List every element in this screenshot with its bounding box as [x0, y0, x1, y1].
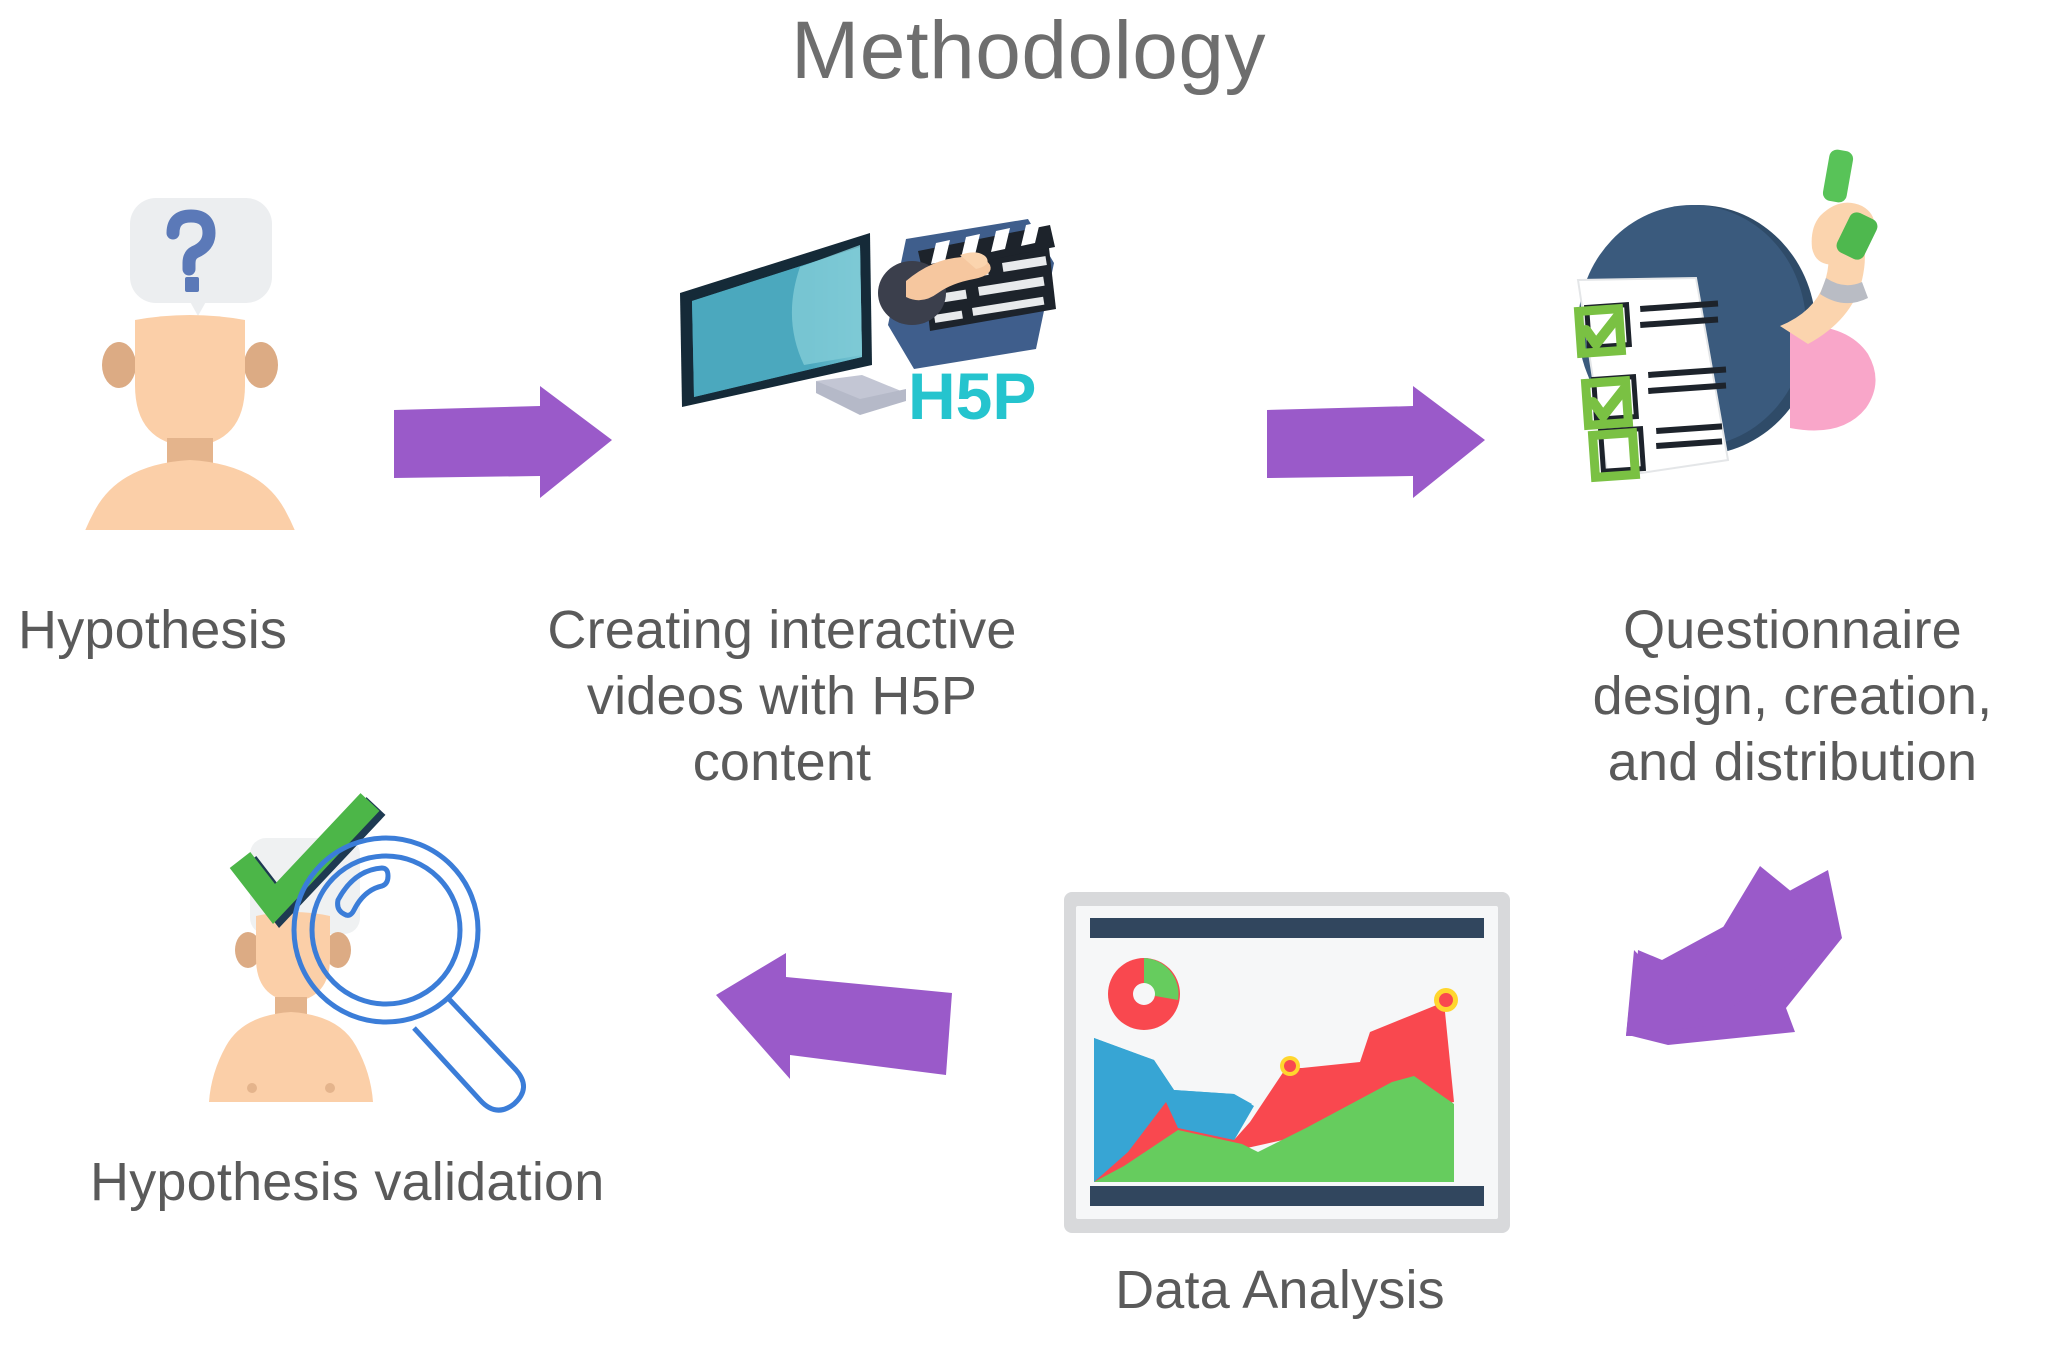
question-bubble-icon: [130, 198, 272, 316]
step-label-questionnaire: Questionnaire design, creation, and dist…: [1540, 598, 2045, 796]
label-line: Creating interactive: [547, 600, 1017, 660]
area-chart: [1094, 988, 1458, 1182]
label-line: Questionnaire: [1623, 600, 1962, 660]
pen-icon: [1822, 149, 1878, 260]
step-label-creating-videos: Creating interactive videos with H5P con…: [532, 598, 1032, 796]
label-line: videos with H5P: [586, 665, 978, 726]
magnifier-icon: [291, 835, 526, 1113]
arrow-data-to-validation: [700, 945, 990, 1105]
check-icon: [229, 793, 386, 929]
step-label-data-analysis: Data Analysis: [1115, 1260, 1445, 1320]
clapperboard-icon: [878, 219, 1056, 369]
label-line: design, creation,: [1592, 665, 1993, 726]
page-title: Methodology: [790, 5, 1267, 96]
arrow-hypothesis-to-videos: [372, 378, 622, 506]
person-magnifier-check-icon: [190, 790, 570, 1130]
chart-board-icon: [1062, 890, 1512, 1235]
person-question-icon: [30, 130, 350, 530]
step-label-hypothesis: Hypothesis: [18, 600, 288, 660]
monitor-clapperboard-icon: H5P: [620, 175, 1080, 425]
checklist-survey-icon: [1490, 130, 1920, 530]
step-label-hypothesis-validation: Hypothesis validation: [90, 1152, 605, 1212]
h5p-badge-label: H5P: [908, 359, 1036, 425]
arrow-videos-to-questionnaire: [1245, 378, 1495, 506]
arrow-questionnaire-to-data: [1590, 840, 1850, 1070]
label-line: and distribution: [1607, 731, 1978, 792]
label-line: content: [692, 731, 872, 792]
donut-chart: [1108, 958, 1180, 1030]
